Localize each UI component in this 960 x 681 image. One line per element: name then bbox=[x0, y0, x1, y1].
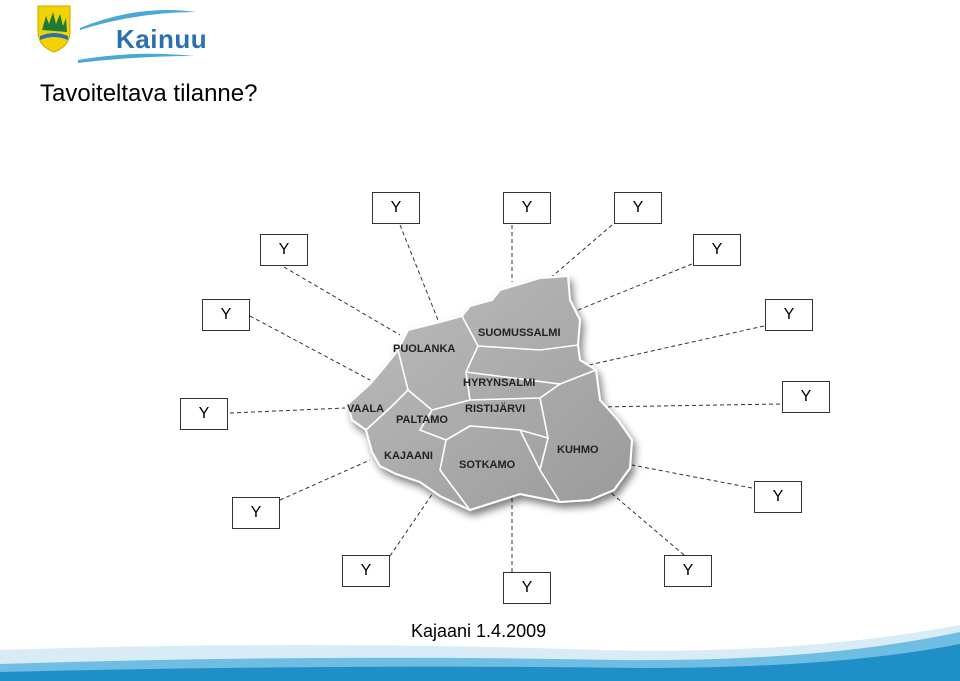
region-kajaani: KAJAANI bbox=[384, 450, 433, 462]
footer-date: Kajaani 1.4.2009 bbox=[411, 621, 547, 641]
y-box-lower-left: Y bbox=[232, 497, 280, 529]
y-box-mid-left-2: Y bbox=[180, 398, 228, 430]
kainuu-logo: Kainuu bbox=[36, 4, 207, 66]
region-sotkamo: SOTKAMO bbox=[459, 459, 516, 471]
y-box-bottom-2: Y bbox=[503, 572, 551, 604]
logo-swoosh bbox=[80, 10, 196, 30]
y-box-bottom-1: Y bbox=[342, 555, 390, 587]
y-box-lower-right: Y bbox=[754, 481, 802, 513]
region-paltamo: PALTAMO bbox=[396, 414, 448, 426]
crest-icon bbox=[37, 5, 71, 53]
logo-underline bbox=[78, 53, 194, 63]
region-hyrynsalmi: HYRYNSALMI bbox=[463, 377, 535, 389]
region-kuhmo: KUHMO bbox=[557, 444, 599, 456]
y-box-mid-right-2: Y bbox=[782, 381, 830, 413]
y-box-mid-right-1: Y bbox=[765, 299, 813, 331]
kainuu-map: SUOMUSSALMI PUOLANKA HYRYNSALMI VAALA RI… bbox=[346, 274, 634, 512]
y-box-top-3: Y bbox=[614, 192, 662, 224]
y-box-mid-left-1: Y bbox=[202, 299, 250, 331]
y-box-top-2: Y bbox=[503, 192, 551, 224]
page-title: Tavoiteltava tilanne? bbox=[40, 80, 258, 107]
y-box-upper-left: Y bbox=[260, 234, 308, 266]
connector-lines bbox=[229, 224, 781, 572]
region-puolanka: PUOLANKA bbox=[393, 343, 455, 355]
region-ristijarvi: RISTIJÄRVI bbox=[465, 402, 525, 415]
logo-text: Kainuu bbox=[116, 24, 208, 54]
region-suomussalmi: SUOMUSSALMI bbox=[478, 327, 561, 339]
y-box-upper-right: Y bbox=[693, 234, 741, 266]
region-vaala: VAALA bbox=[347, 403, 384, 415]
y-box-top-1: Y bbox=[372, 192, 420, 224]
y-box-bottom-3: Y bbox=[664, 555, 712, 587]
